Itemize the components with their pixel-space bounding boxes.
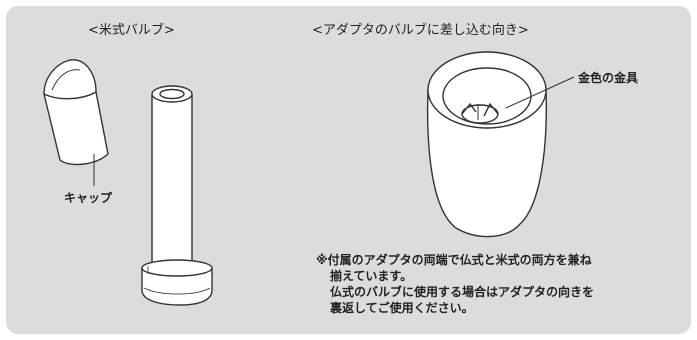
diagram-panel (6, 6, 691, 334)
gold-fitting-label: 金色の金具 (578, 71, 639, 85)
usage-note-line-2: 揃えています。 (330, 269, 413, 283)
gold-fitting-leader-line (505, 76, 575, 109)
usage-note: ※付属のアダプタの両端で仏式と米式の両方を兼ね 揃えています。 仏式のバルブに使… (316, 252, 594, 316)
usage-note-line-3: 仏式のバルブに使用する場合はアダプタの向きを (330, 285, 595, 299)
valve-cap-illustration (43, 59, 109, 166)
cap-label: キャップ (64, 191, 113, 205)
usage-note-line-1: ※付属のアダプタの両端で仏式と米式の両方を兼ね (316, 253, 592, 267)
us-valve-heading: <米式バルブ> (88, 23, 175, 38)
us-valve-stem-illustration (141, 85, 213, 306)
adapter-direction-heading: <アダプタのバルブに差し込む向き> (312, 23, 529, 38)
usage-note-line-4: 裏返してご使用ください。 (330, 301, 474, 315)
adapter-illustration (426, 51, 547, 238)
